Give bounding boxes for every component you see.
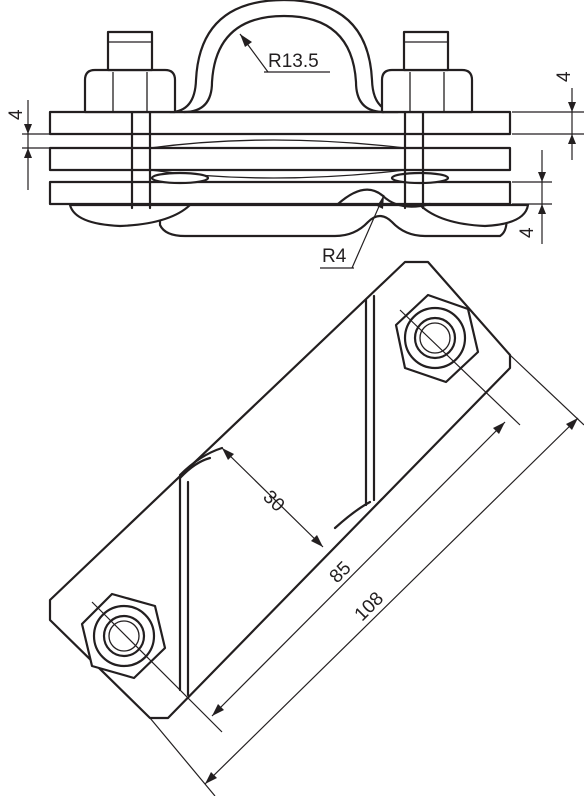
dim-108-line [204, 417, 579, 785]
radius-bow-label: R13.5 [268, 51, 319, 72]
plan-view: 30 85 108 [48, 260, 584, 796]
dim-85-line [211, 421, 506, 717]
conductor-curve-upper [149, 139, 406, 149]
left-nut [83, 68, 177, 114]
bolt-spacing-label: 85 [326, 558, 356, 588]
bolt-top-right [394, 293, 521, 426]
thickness-left-label: 4 [6, 109, 27, 120]
lower-saddle [158, 203, 508, 238]
top-plate [48, 110, 512, 136]
groove-edge-1 [178, 446, 224, 477]
dim-30-line [221, 447, 324, 548]
radius-groove-label: R4 [322, 246, 347, 267]
right-bolt-head-bottom [418, 203, 530, 228]
thickness-bottom-label: 4 [517, 227, 538, 238]
bottom-plate [48, 180, 512, 206]
overall-length-label: 108 [351, 588, 388, 625]
middle-plate [48, 146, 512, 172]
right-stud [402, 30, 450, 72]
side-view: R13.5 R4 4 4 4 [6, 0, 584, 269]
thickness-top-label: 4 [554, 71, 575, 82]
groove-edge-2 [333, 500, 372, 530]
washer-right [390, 171, 450, 185]
plan-plate [48, 260, 512, 720]
r4-leader [351, 194, 385, 269]
left-stud [106, 30, 154, 72]
groove-edge-3 [178, 456, 212, 480]
left-bolt-head-bottom [68, 203, 192, 228]
right-nut [380, 68, 474, 114]
bolt-bottom-left [80, 592, 223, 733]
washer-left [150, 171, 210, 185]
